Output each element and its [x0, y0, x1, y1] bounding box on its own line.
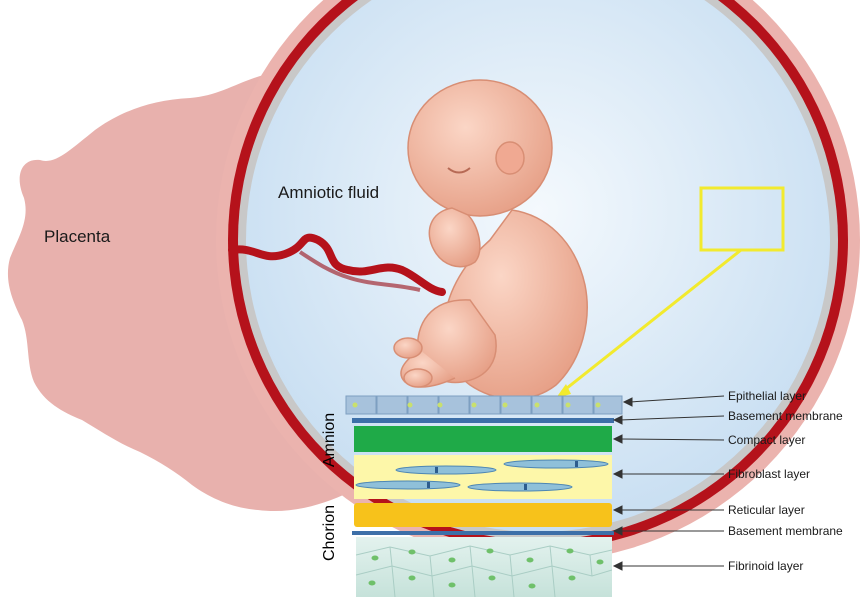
layer-label-reticular: Reticular layer: [728, 503, 805, 517]
compact-layer: [354, 426, 612, 452]
reticular-layer: [354, 503, 612, 527]
basement-membrane-amnion: [352, 418, 614, 423]
basement-membrane-chorion: [352, 531, 614, 535]
layer-label-basement-membrane-2: Basement membrane: [728, 524, 843, 538]
amnion-label: Amnion: [320, 395, 340, 485]
layer-label-fibroblast: Fibroblast layer: [728, 467, 810, 481]
chorion-label: Chorion: [320, 488, 340, 578]
layer-label-fibrinoid: Fibrinoid layer: [728, 559, 803, 573]
layer-label-epithelial: Epithelial layer: [728, 389, 806, 403]
layer-label-compact: Compact layer: [728, 433, 805, 447]
placenta-label: Placenta: [44, 227, 110, 247]
amniotic-fluid-label: Amniotic fluid: [278, 183, 379, 203]
epithelial-layer: [346, 396, 622, 414]
layer-label-basement-membrane-1: Basement membrane: [728, 409, 843, 423]
